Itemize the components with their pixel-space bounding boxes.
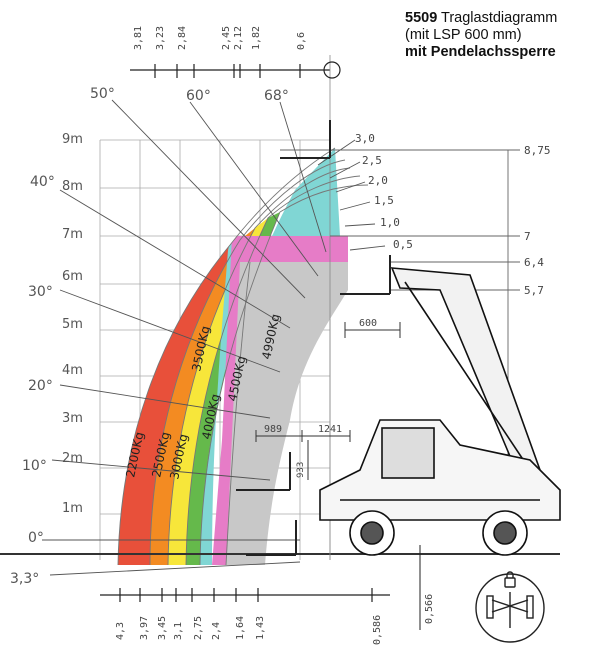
height-label: 1m [62,501,83,516]
bottom-distance: 4,3 [115,622,126,640]
right-height: 5,7 [524,284,544,297]
title-axle-lock: mit Pendelachssperre [405,44,556,60]
bottom-distance: 3,1 [173,622,184,640]
height-label: 2m [62,451,83,466]
angle-label: 3,3° [10,571,39,587]
bottom-dimension [100,588,390,602]
top-distance: 2,12 [233,26,244,50]
extension-label: 0,5 [393,238,413,251]
angle-label: 50° [90,86,115,102]
top-distance: 1,82 [251,26,262,50]
angle-label: 20° [28,378,53,394]
bottom-distance: 3,97 [139,616,150,640]
bottom-distance: 2,4 [211,622,222,640]
right-height: 6,4 [524,256,544,269]
angle-labels: 50° 60° 68° 40° 30° 20° 10° 0° 3,3° [10,86,289,587]
dim-1241-label: 1241 [318,424,342,435]
angle-lines [42,99,327,576]
bottom-distance: 3,45 [157,616,168,640]
bottom-distance: 1,43 [255,616,266,640]
angle-label: 40° [30,174,55,190]
axle-lock-icon [475,571,545,643]
top-distance: 2,45 [221,26,232,50]
dim-600-label: 600 [359,318,377,329]
title-subtitle: (mit LSP 600 mm) [405,27,522,43]
height-label: 6m [62,269,83,284]
top-distance-labels: 3,81 3,23 2,84 2,45 2,12 1,82 0,6 [133,26,307,50]
top-distance: 0,6 [296,32,307,50]
dim-0566-label: 0,566 [424,594,435,624]
angle-label: 30° [28,284,53,300]
fork-markers [236,120,391,556]
dim-989-1241 [255,430,351,480]
dim-989-label: 989 [264,424,282,435]
extension-label: 2,5 [362,154,382,167]
diagram-title: 5509 Traglastdiagramm (mit LSP 600 mm) m… [405,10,610,61]
top-distance: 3,81 [133,26,144,50]
height-label: 7m [62,227,83,242]
zone-pink [212,236,348,565]
right-dimension [280,149,520,554]
right-height: 7 [524,230,531,243]
bottom-distance-labels: 4,3 3,97 3,45 3,1 2,75 2,4 1,64 1,43 0,5… [115,615,383,645]
extension-label: 1,0 [380,216,400,229]
bottom-distance: 1,64 [235,616,246,640]
dim-600 [344,322,401,338]
height-label: 3m [62,411,83,426]
top-distance: 2,84 [177,26,188,50]
angle-label: 60° [186,88,211,104]
right-height-labels: 8,75 7 6,4 5,7 [524,144,551,297]
extension-lines [317,139,386,251]
extension-labels: 3,0 2,5 2,0 1,5 1,0 0,5 [355,132,413,251]
right-height: 8,75 [524,144,551,157]
height-label: 4m [62,363,83,378]
telehandler-machine [319,267,561,556]
height-label: 5m [62,317,83,332]
height-label: 9m [62,132,83,147]
zone-orange [150,228,255,565]
dim-933-label: 933 [296,462,306,478]
top-distance: 3,23 [155,26,166,50]
angle-label: 68° [264,88,289,104]
height-labels: 9m 8m 7m 6m 5m 4m 3m 2m 1m [62,132,83,516]
model-number: 5509 [405,10,438,26]
angle-label: 10° [22,458,47,474]
extension-label: 2,0 [368,174,388,187]
bottom-distance: 2,75 [193,616,204,640]
bottom-distance: 0,586 [372,615,383,645]
zone-red [118,240,240,565]
extension-label: 1,5 [374,194,394,207]
zone-yellow [168,218,268,565]
title-text: Traglastdiagramm [437,10,558,26]
angle-label: 0° [28,530,44,546]
zone-green [186,212,280,565]
extension-label: 3,0 [355,132,375,145]
height-label: 8m [62,179,83,194]
